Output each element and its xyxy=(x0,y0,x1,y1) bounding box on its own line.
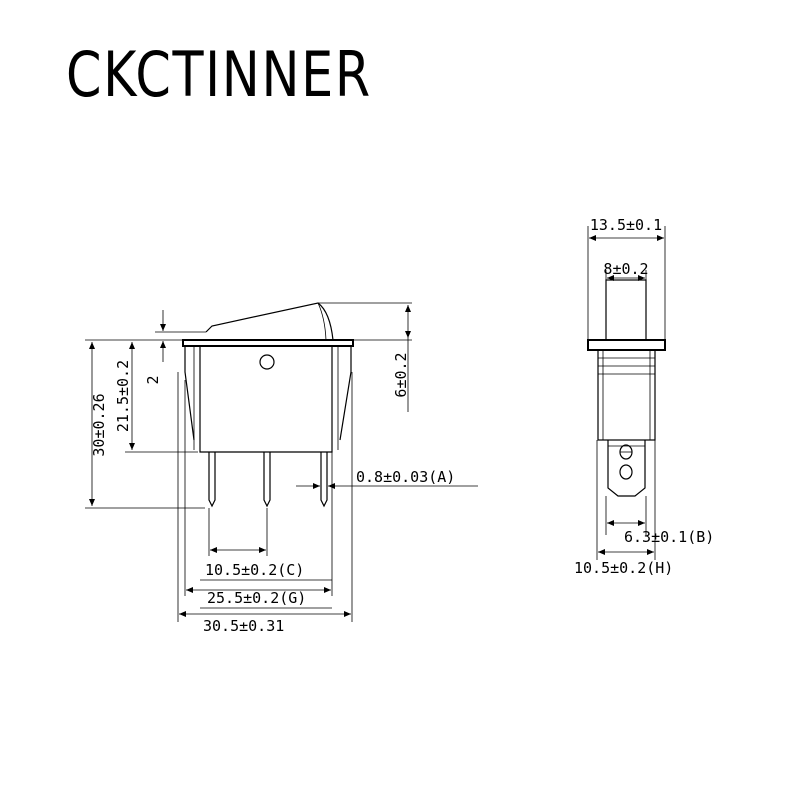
side-flange xyxy=(587,339,666,351)
dim-body-width-label: 25.5±0.2(G) xyxy=(207,589,306,607)
switch-body xyxy=(199,346,333,453)
brand-title: CKCTINNER xyxy=(66,38,372,111)
side-terminal xyxy=(607,440,646,497)
rocker-actuator xyxy=(205,302,334,341)
side-body xyxy=(597,349,656,441)
dim-flange-label: 2 xyxy=(144,375,162,384)
dim-rocker-width-label: 8±0.2 xyxy=(603,260,648,278)
dim-pin-width-label: 6.3±0.1(B) xyxy=(624,528,714,546)
dim-rocker-label: 6±0.2 xyxy=(392,352,410,397)
dim-body-depth-label: 10.5±0.2(H) xyxy=(574,559,673,577)
flange xyxy=(182,339,354,347)
dim-total-width-label: 30.5±0.31 xyxy=(203,617,284,635)
dim-pin-pitch-label: 10.5±0.2(C) xyxy=(205,561,304,579)
front-view: 30±0.26 21.5±0.2 2 6±0.2 0.8±0.03(A) 10.… xyxy=(85,302,478,635)
dim-pin-thickness-label: 0.8±0.03(A) xyxy=(356,468,455,486)
side-rocker xyxy=(605,279,647,341)
snap-clip-right xyxy=(339,346,352,441)
indicator-dot xyxy=(259,354,275,370)
dim-total-height-label: 30±0.26 xyxy=(90,393,108,456)
dim-flange-width-label: 13.5±0.1 xyxy=(590,216,662,234)
side-view: 13.5±0.1 8±0.2 6.3±0.1(B) 10.5±0.2(H) xyxy=(574,216,714,577)
dim-body-height-label: 21.5±0.2 xyxy=(114,360,132,432)
terminal-pins xyxy=(208,452,328,508)
snap-clip-left xyxy=(184,346,195,441)
